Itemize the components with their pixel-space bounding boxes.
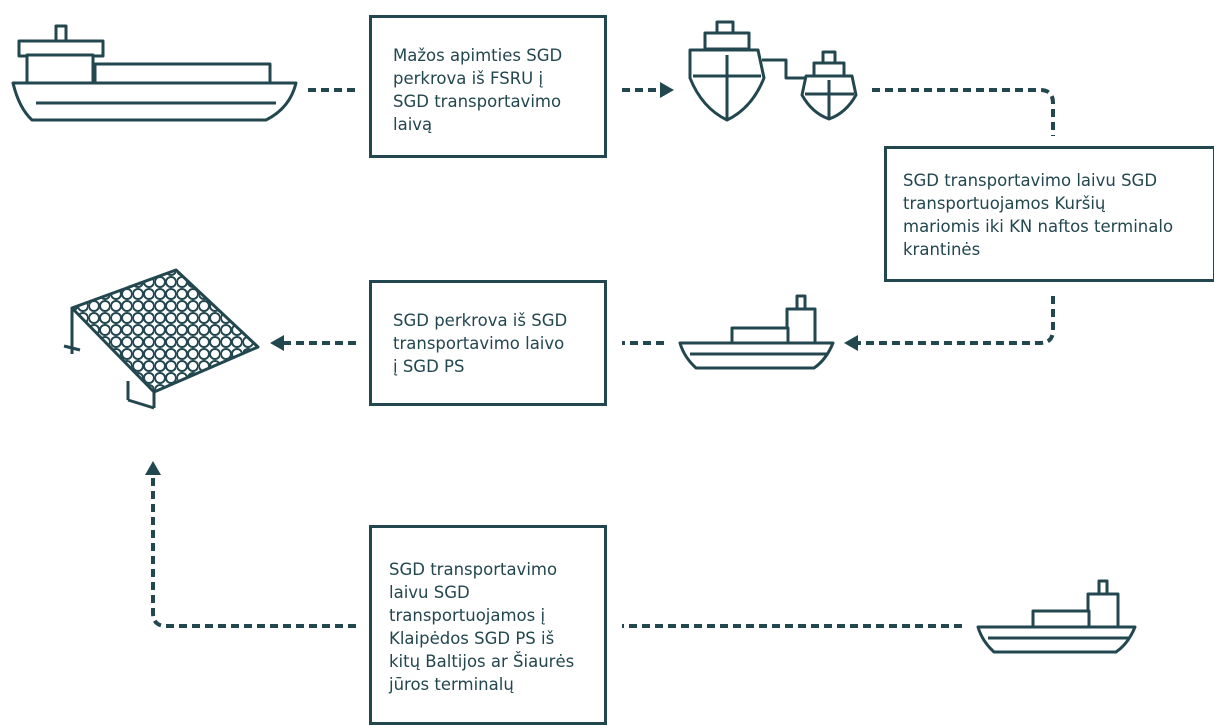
step-box-baltic-transport: SGD transportavimo laivu SGD transportuo… — [369, 525, 607, 725]
step-text: SGD transportavimo laivu SGD transportuo… — [903, 171, 1174, 259]
fsru-ship-icon — [11, 24, 298, 122]
storage-tanks-icon — [63, 268, 260, 410]
lng-carrier-icon — [976, 579, 1137, 654]
arrowhead-left — [270, 335, 284, 351]
connector-box4-to-storage — [151, 476, 356, 628]
connector-box2-to-carrier — [858, 296, 1055, 345]
step-text: SGD perkrova iš SGD transportavimo laivo… — [393, 311, 568, 376]
connector-tankers-to-box2 — [872, 88, 1055, 136]
arrowhead-right — [660, 82, 674, 98]
step-box-curonian-lagoon-transport: SGD transportavimo laivu SGD transportuo… — [884, 146, 1214, 282]
step-box-transfer-to-storage: SGD perkrova iš SGD transportavimo laivo… — [369, 280, 607, 406]
two-tankers-icon — [688, 20, 858, 122]
arrowhead-left — [844, 335, 858, 351]
step-text: Mažos apimties SGD perkrova iš FSRU į SG… — [393, 46, 563, 134]
lng-carrier-icon — [678, 294, 835, 370]
step-text: SGD transportavimo laivu SGD transportuo… — [389, 560, 575, 694]
arrowhead-up — [145, 461, 161, 475]
step-box-fsru-transfer: Mažos apimties SGD perkrova iš FSRU į SG… — [369, 15, 607, 158]
